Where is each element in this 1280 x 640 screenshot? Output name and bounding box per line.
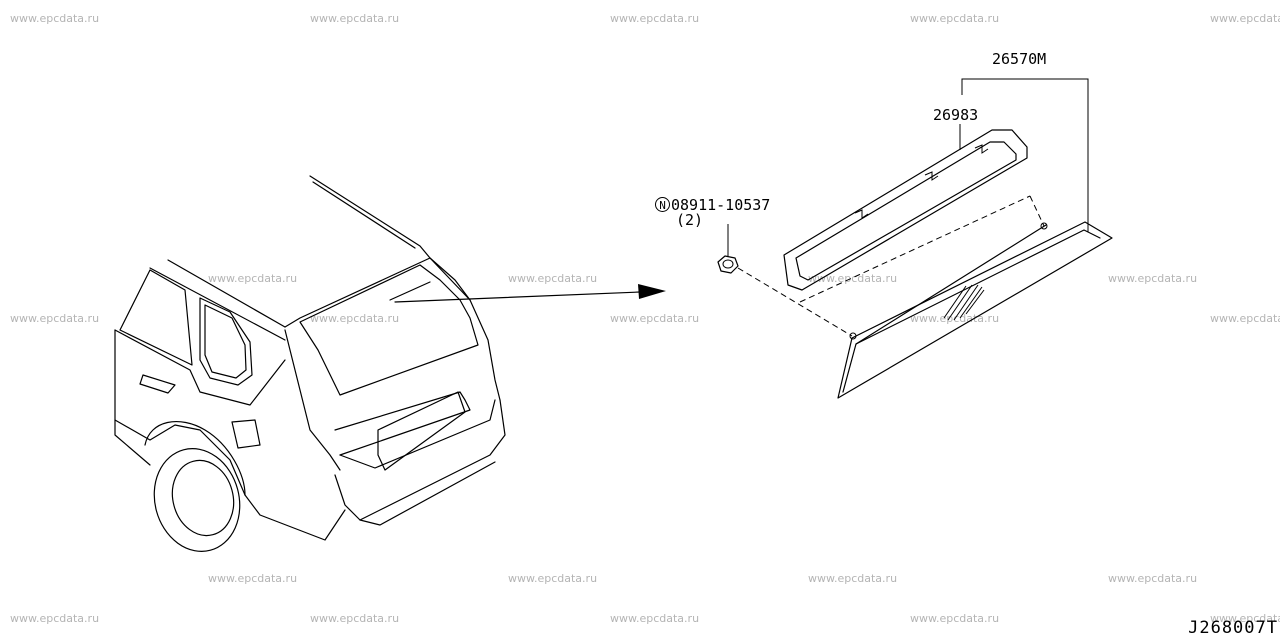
watermark-text: www.epcdata.ru bbox=[808, 272, 898, 285]
watermark-text: www.epcdata.ru bbox=[208, 272, 298, 285]
gasket-part bbox=[783, 129, 1028, 291]
watermark-text: www.epcdata.ru bbox=[1210, 312, 1280, 325]
part-qty-nut: (2) bbox=[676, 211, 704, 229]
part-label-gasket: 26983 bbox=[933, 106, 979, 124]
watermark-text: www.epcdata.ru bbox=[508, 572, 598, 585]
nut-part-number: 08911-10537 bbox=[671, 196, 771, 214]
nut-symbol: N bbox=[655, 197, 670, 212]
watermark-text: www.epcdata.ru bbox=[610, 312, 700, 325]
part-label-assembly: 26570M bbox=[992, 50, 1047, 68]
vehicle-illustration bbox=[114, 175, 506, 552]
watermark-text: www.epcdata.ru bbox=[1108, 272, 1198, 285]
watermark-text: www.epcdata.ru bbox=[10, 312, 100, 325]
watermark-text: www.epcdata.ru bbox=[208, 572, 298, 585]
watermark-text: www.epcdata.ru bbox=[10, 612, 100, 625]
watermark-text: www.epcdata.ru bbox=[610, 12, 700, 25]
watermark-text: www.epcdata.ru bbox=[310, 312, 400, 325]
watermark-text: www.epcdata.ru bbox=[610, 612, 700, 625]
watermark-text: www.epcdata.ru bbox=[310, 612, 400, 625]
watermark-text: www.epcdata.ru bbox=[508, 272, 598, 285]
watermark-text: www.epcdata.ru bbox=[910, 612, 1000, 625]
watermark-text: www.epcdata.ru bbox=[808, 572, 898, 585]
watermark-text: www.epcdata.ru bbox=[910, 12, 1000, 25]
location-arrow bbox=[394, 284, 666, 303]
watermark-text: www.epcdata.ru bbox=[1210, 612, 1280, 625]
diagram-code: J268007T bbox=[1188, 618, 1278, 638]
watermark-text: www.epcdata.ru bbox=[1210, 12, 1280, 25]
nut-icon bbox=[717, 224, 853, 337]
stop-lamp-part bbox=[799, 195, 1113, 399]
leader-lines bbox=[959, 78, 1089, 232]
watermark-text: www.epcdata.ru bbox=[10, 12, 100, 25]
watermark-text: www.epcdata.ru bbox=[1108, 572, 1198, 585]
watermark-text: www.epcdata.ru bbox=[310, 12, 400, 25]
